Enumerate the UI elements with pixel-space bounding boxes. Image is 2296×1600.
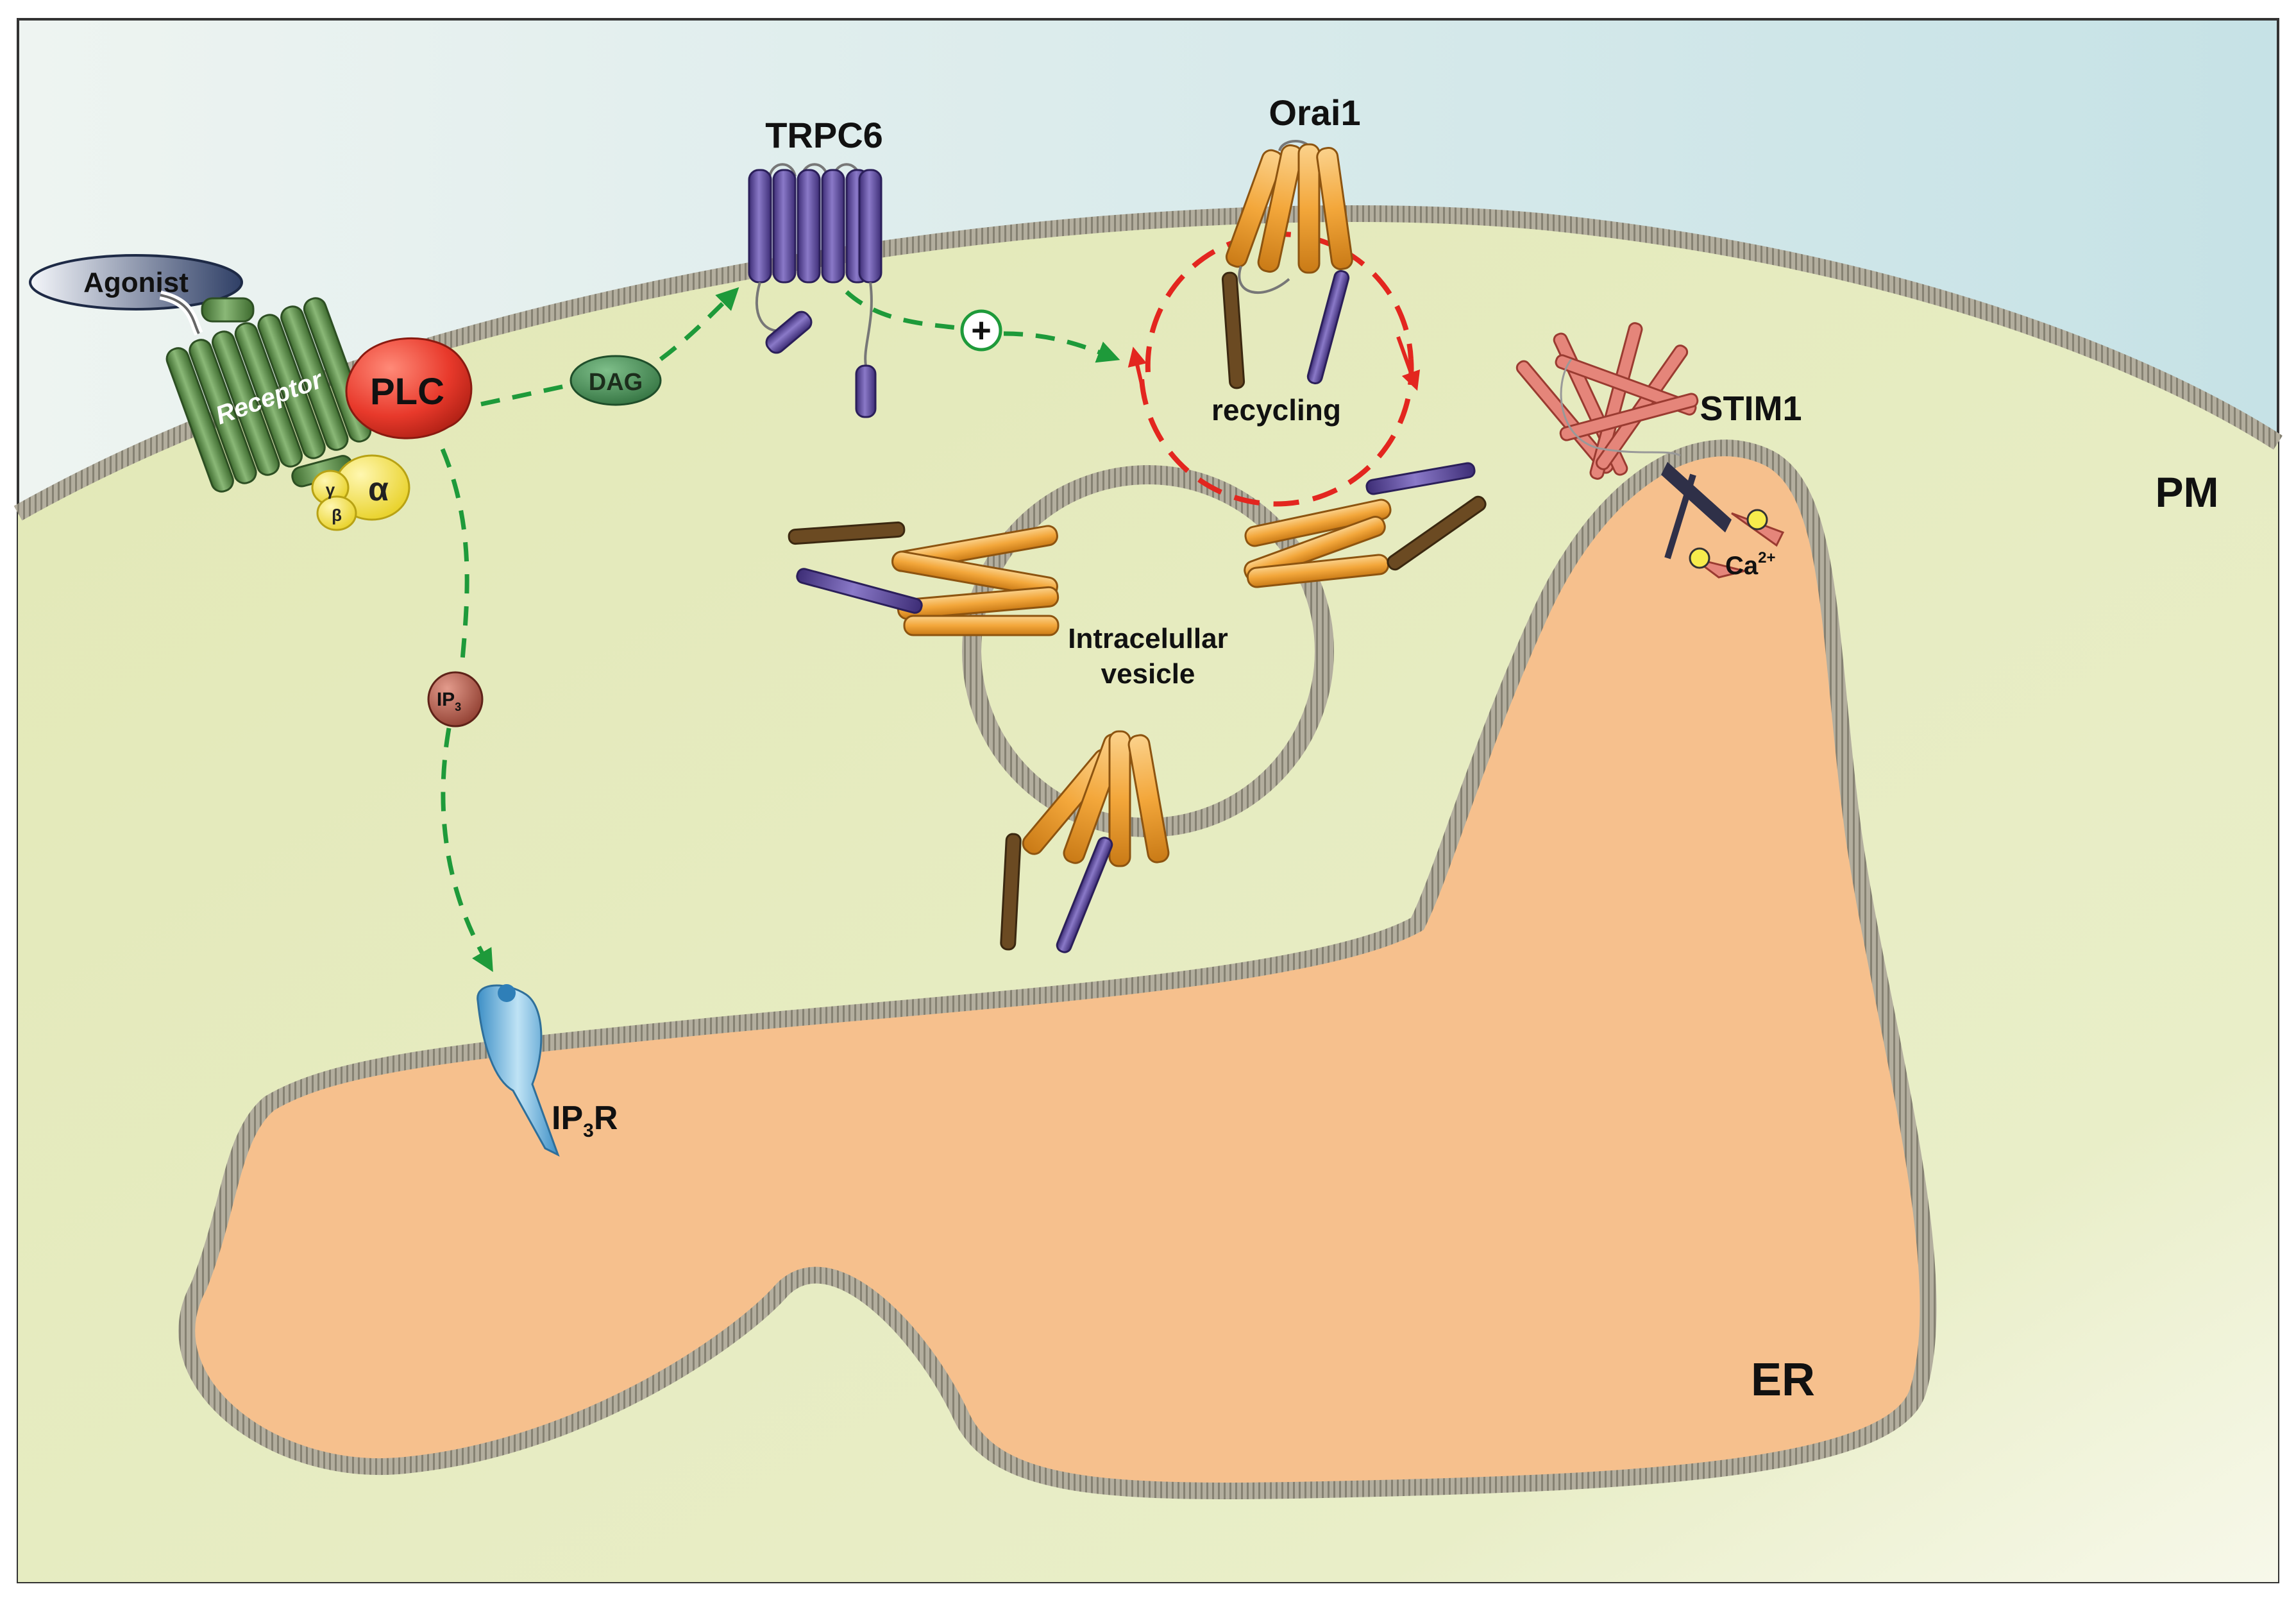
vesicle-label-line2: vesicle [1101, 658, 1195, 690]
calcium-label: Ca2+ [1725, 549, 1776, 580]
plus-sign: + [960, 309, 1002, 352]
ip3r-label: IP3R [552, 1100, 618, 1141]
dag-to-trpc6-arrow [659, 287, 739, 361]
ip3r: IP3R [477, 984, 618, 1157]
orai1: Orai1 [1221, 92, 1361, 389]
vesicle-label-line1: Intracelullar [1068, 623, 1228, 654]
ip3-to-ip3r-arrow [441, 728, 493, 973]
er-label: ER [1751, 1354, 1815, 1406]
plc-label: PLC [370, 371, 444, 413]
stim1-label: STIM1 [1700, 389, 1802, 428]
plc-to-dag-arrow [480, 382, 571, 407]
ip3: IP3 [427, 671, 484, 728]
beta-subunit-label: β [332, 506, 342, 525]
pm-label: PM [2156, 468, 2219, 516]
plus-label: + [971, 311, 992, 350]
vesicle-orai1-left [788, 521, 1059, 636]
plus-to-orai1-arrow [1003, 331, 1120, 363]
vesicle-orai1-bottom [1000, 730, 1170, 953]
agonist-label: Agonist [83, 267, 189, 298]
alpha-subunit-label: α [368, 471, 389, 508]
ip3-label: IP3 [437, 689, 461, 713]
trpc6-to-orai1-arrow [845, 290, 975, 333]
trpc6: TRPC6 [748, 115, 883, 418]
agonist: Agonist [29, 254, 243, 311]
receptor: Receptor [159, 291, 372, 493]
er-lumen [178, 439, 1937, 1499]
trpc6-label: TRPC6 [765, 115, 883, 155]
vesicle-orai1-right [1244, 462, 1487, 588]
plc: PLC [345, 337, 473, 439]
dag: DAG [570, 355, 662, 406]
gamma-subunit-label: γ [326, 480, 335, 499]
plc-to-ip3-arrow [440, 448, 469, 668]
recycling-label: recycling [1211, 393, 1341, 427]
stim1: STIM1 Ca2+ [1515, 322, 1802, 580]
dag-label: DAG [589, 369, 643, 396]
g-protein: α γ β [311, 454, 410, 531]
orai1-label: Orai1 [1269, 92, 1360, 133]
